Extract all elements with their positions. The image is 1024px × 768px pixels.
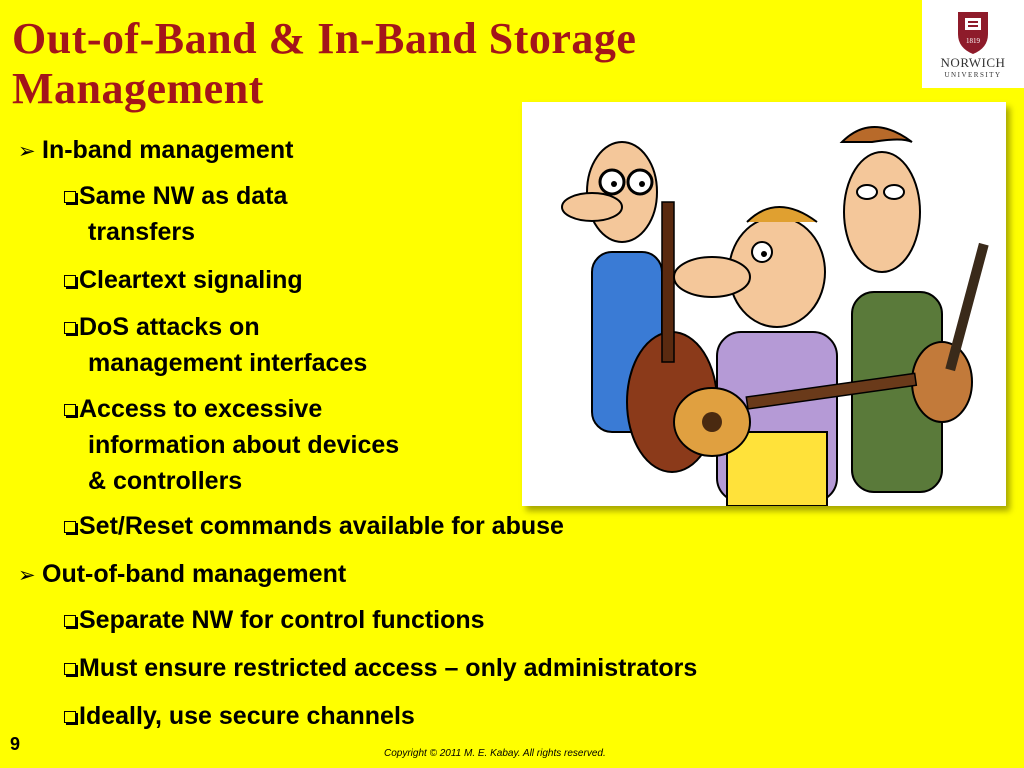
checkbox-bullet-icon	[64, 322, 76, 334]
logo-name: NORWICH	[940, 55, 1006, 70]
norwich-crest-icon: 1819	[958, 12, 988, 54]
bullet-inband-management: ➢ In-band management	[18, 132, 293, 170]
arrow-bullet-icon: ➢	[18, 564, 36, 587]
subbullet-text: Access to excessive	[79, 395, 323, 423]
slide-title: Out-of-Band & In-Band Storage Management	[12, 14, 637, 113]
subbullet-text-continued: information about devices	[88, 431, 400, 459]
subbullet-text: Set/Reset commands available for abuse	[79, 512, 564, 540]
checkbox-bullet-icon	[64, 521, 76, 533]
three-musicians-cartoon-icon	[561, 126, 989, 506]
crest-year: 1819	[966, 37, 981, 45]
subbullet-text-continued: management interfaces	[88, 349, 368, 377]
page-number: 9	[10, 734, 21, 754]
arrow-bullet-icon: ➢	[18, 140, 36, 163]
subbullet-text: Cleartext signaling	[79, 266, 303, 294]
bullet-label: Out-of-band management	[42, 560, 347, 588]
checkbox-bullet-icon	[64, 191, 76, 203]
subbullet-text: DoS attacks on	[79, 313, 260, 341]
norwich-university-logo: 1819 NORWICH UNIVERSITY	[922, 0, 1024, 88]
subbullet-set-reset: Set/Reset commands available for abuse	[64, 508, 564, 544]
copyright-notice: Copyright © 2011 M. E. Kabay. All rights…	[384, 748, 606, 759]
checkbox-bullet-icon	[64, 275, 76, 287]
bullet-label: In-band management	[42, 136, 294, 164]
subbullet-text: Ideally, use secure channels	[79, 702, 415, 730]
musicians-cartoon-image	[522, 102, 1006, 506]
subbullet-text-continued: & controllers	[88, 467, 243, 495]
subbullet-excessive-access: Access to excessive information about de…	[64, 391, 399, 499]
subbullet-restricted-access: Must ensure restricted access – only adm…	[64, 650, 697, 686]
bullet-outband-management: ➢ Out-of-band management	[18, 556, 346, 594]
subbullet-text: Must ensure restricted access – only adm…	[79, 654, 698, 682]
subbullet-text-continued: transfers	[88, 218, 195, 246]
checkbox-bullet-icon	[64, 615, 76, 627]
subbullet-dos-attacks: DoS attacks on management interfaces	[64, 309, 367, 381]
subbullet-text: Same NW as data	[79, 182, 288, 210]
subbullet-same-nw: Same NW as data transfers	[64, 178, 287, 250]
subbullet-secure-channels: Ideally, use secure channels	[64, 698, 415, 734]
subbullet-cleartext: Cleartext signaling	[64, 262, 303, 298]
checkbox-bullet-icon	[64, 711, 76, 723]
checkbox-bullet-icon	[64, 663, 76, 675]
subbullet-text: Separate NW for control functions	[79, 606, 485, 634]
subbullet-separate-nw: Separate NW for control functions	[64, 602, 485, 638]
logo-subtitle: UNIVERSITY	[944, 71, 1002, 79]
checkbox-bullet-icon	[64, 404, 76, 416]
